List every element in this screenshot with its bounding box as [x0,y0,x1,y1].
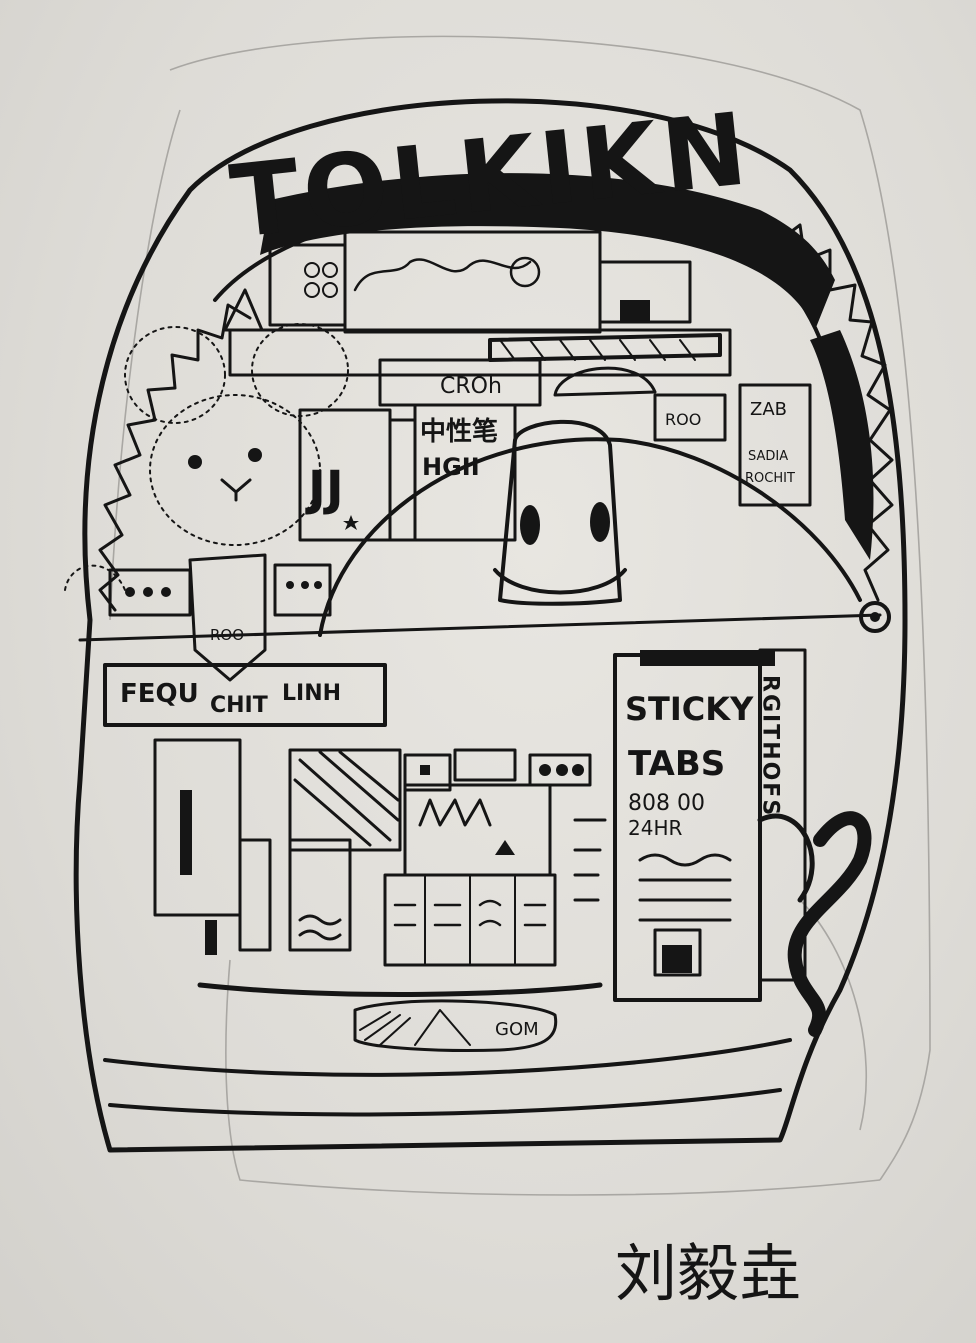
book-chinese-label: 中性笔 [420,416,498,447]
top-dark-band [260,173,874,560]
sticky-line-2: TABS [628,744,725,784]
rochit-label: ROCHIT [745,471,795,486]
artist-signature: 刘毅垚 [615,1237,801,1310]
zab-label: ZAB [750,399,787,420]
box-letters: JJ [305,461,344,517]
tag-text-right: LINH [282,681,341,706]
sticky-tabs-box: STICKY TABS 808 00 24HR RGITHOFS [613,648,807,1002]
tag-text-mid: CHIT [210,693,268,718]
bottom-patch: GOM [353,999,558,1053]
sticky-line-4: 24HR [628,816,682,840]
sticky-line-1: STICKY [625,690,754,728]
sadia-label: SADIA [748,449,788,464]
side-vertical-text: RGITHOFS [758,675,783,817]
tag-text-left: FEQU [120,679,199,709]
smiley-dome [318,419,862,637]
sticky-line-3: 808 00 [628,791,705,816]
pin-badge-label: ROO [665,410,701,429]
book-top-label: CROh [440,374,502,399]
front-badges: ROO FEQU CHIT LINH [103,553,387,727]
window-contents: CROh ROO ZAB SADIA ROCHIT JJ 中性笔 HGII [223,230,812,542]
side-straps [757,811,872,1037]
pocket-tag-label: GOM [495,1019,539,1040]
shield-badge-label: ROO [210,626,244,644]
book-code-label: HGII [422,453,480,481]
pencil-sketch-lines [109,35,931,1196]
pocket-items [153,738,607,997]
